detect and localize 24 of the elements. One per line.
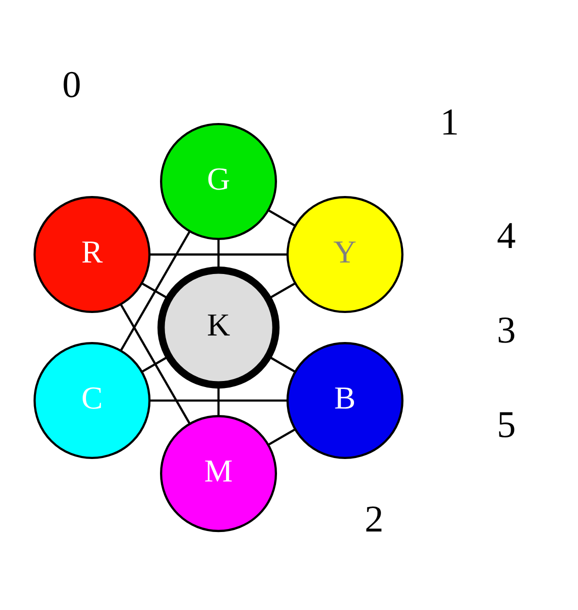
label: 2: [364, 498, 384, 540]
node-circle: K: [157, 266, 280, 389]
connector: [217, 239, 220, 270]
label: 5: [496, 404, 516, 446]
node-circle: G: [160, 123, 277, 240]
connector: [150, 253, 287, 256]
connector: [268, 355, 296, 373]
label: 1: [440, 102, 460, 144]
connector: [120, 304, 191, 424]
connector: [268, 209, 296, 227]
connector: [120, 230, 191, 351]
node-circle: B: [286, 342, 404, 460]
node-circle: R: [34, 196, 151, 314]
connector: [150, 399, 287, 402]
label: 3: [496, 310, 516, 352]
connector: [142, 355, 170, 373]
node-circle: Y: [286, 196, 404, 314]
label: 0: [62, 64, 82, 106]
connector: [142, 282, 170, 300]
connector: [268, 282, 296, 300]
label: 4: [496, 215, 516, 258]
connector: [268, 428, 296, 446]
node-circle: C: [34, 342, 151, 460]
node-circle: M: [160, 415, 277, 532]
